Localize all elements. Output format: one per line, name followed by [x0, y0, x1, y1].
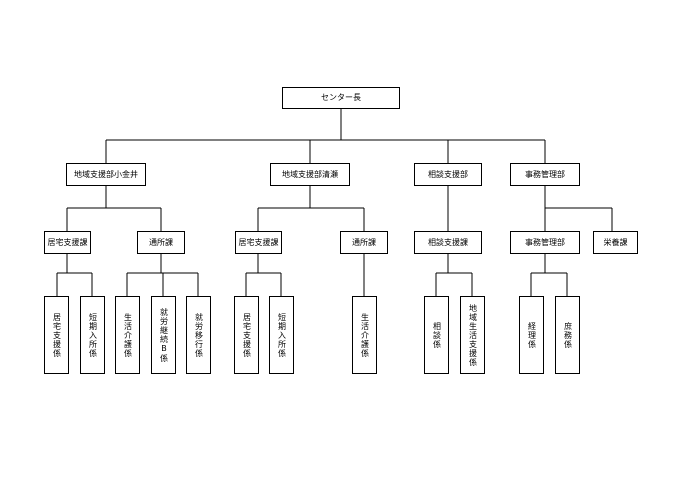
unit-node-label: 短期入所係: [277, 312, 287, 358]
section-node-day-service-2: 通所課: [340, 231, 388, 254]
branch-node-label: 地域支援部清瀬: [282, 169, 338, 179]
branch-node-administration: 事務管理部: [510, 163, 580, 186]
branch-node-koganei: 地域支援部小金井: [66, 163, 146, 186]
unit-node-label: 相談係: [432, 321, 442, 349]
branch-node-label: 相談支援部: [428, 169, 468, 179]
unit-node-consultation: 相談係: [424, 296, 449, 374]
section-node-nutrition: 栄養課: [593, 231, 638, 254]
section-node-day-service-1: 通所課: [137, 231, 185, 254]
root-node-center-director: センター長: [282, 87, 400, 109]
branch-node-label: 地域支援部小金井: [74, 169, 138, 179]
unit-node-label: 就労継続B係: [159, 307, 169, 363]
unit-node-label: 居宅支援係: [52, 312, 62, 358]
section-node-label: 栄養課: [603, 237, 628, 247]
unit-node-label: 居宅支援係: [242, 312, 252, 358]
unit-node-label: 短期入所係: [88, 312, 98, 358]
unit-node-home-support-1: 居宅支援係: [44, 296, 69, 374]
root-node-label: センター長: [321, 93, 361, 102]
section-node-home-support-1: 居宅支援課: [44, 231, 91, 254]
unit-node-label: 生活介護係: [123, 312, 133, 358]
unit-node-short-stay-2: 短期入所係: [269, 296, 294, 374]
branch-node-consultation: 相談支援部: [414, 163, 482, 186]
unit-node-label: 就労移行係: [194, 312, 204, 358]
section-node-label: 居宅支援課: [47, 237, 88, 247]
section-node-label: 居宅支援課: [238, 237, 279, 247]
unit-node-label: 庶務係: [563, 321, 573, 349]
branch-node-label: 事務管理部: [525, 169, 565, 179]
section-node-administration: 事務管理部: [510, 231, 580, 254]
unit-node-community-life-support: 地域生活支援係: [460, 296, 485, 374]
section-node-label: 事務管理部: [525, 237, 565, 247]
unit-node-general-affairs: 庶務係: [555, 296, 580, 374]
section-node-label: 通所課: [352, 237, 376, 247]
unit-node-short-stay-1: 短期入所係: [80, 296, 105, 374]
section-node-home-support-2: 居宅支援課: [235, 231, 282, 254]
unit-node-label: 地域生活支援係: [468, 303, 478, 367]
unit-node-accounting: 経理係: [519, 296, 544, 374]
unit-node-home-support-2: 居宅支援係: [234, 296, 259, 374]
unit-node-employment-continuation-b: 就労継続B係: [151, 296, 176, 374]
unit-node-life-care-2: 生活介護係: [352, 296, 377, 374]
section-node-label: 通所課: [149, 237, 173, 247]
unit-node-label: 生活介護係: [360, 312, 370, 358]
branch-node-kiyose: 地域支援部清瀬: [270, 163, 350, 186]
unit-node-label: 経理係: [527, 321, 537, 349]
section-node-label: 相談支援課: [428, 237, 468, 247]
unit-node-life-care-1: 生活介護係: [115, 296, 140, 374]
unit-node-employment-transition: 就労移行係: [186, 296, 211, 374]
section-node-consultation-support: 相談支援課: [414, 231, 482, 254]
